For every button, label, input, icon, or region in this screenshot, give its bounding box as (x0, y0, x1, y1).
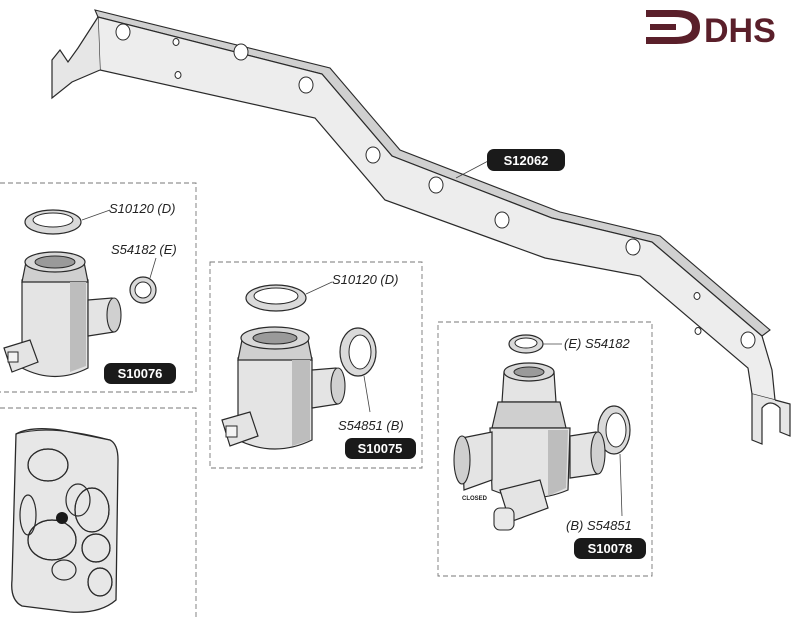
badge-bracket-text: S12062 (504, 153, 549, 168)
badge-kit-a: S10076 (104, 363, 176, 384)
kit-c-frame (437, 321, 653, 577)
kit-c-leader-b (619, 453, 623, 517)
kit-a-label-d: S10120 (D) (109, 201, 175, 216)
bracket-right-hook (751, 394, 791, 445)
badge-kit-c: S10078 (574, 538, 646, 559)
kit-a-leader-d (81, 209, 111, 221)
kit-a-leader-e (149, 257, 157, 279)
kit-b-frame (209, 261, 423, 469)
bracket-hole (115, 23, 131, 41)
bracket-hole (740, 331, 756, 349)
bracket-hole (174, 71, 182, 79)
bracket-hole (233, 43, 249, 61)
badge-kit-a-text: S10076 (118, 366, 163, 381)
kit-c-valve: CLOSED (453, 362, 606, 531)
kit-b-valve (221, 326, 346, 450)
bracket-hole (494, 211, 510, 229)
logo-mark-icon (646, 10, 700, 44)
badge-kit-b: S10075 (345, 438, 416, 459)
bracket-hole (172, 38, 180, 46)
kit-c-closed-marking: CLOSED (462, 496, 488, 502)
kit-b-washer-b (339, 327, 377, 377)
kit-b-washer-d (245, 284, 307, 312)
kit-c-washer-b (597, 405, 631, 455)
badge-kit-c-text: S10078 (588, 541, 633, 556)
logo-text: DHS (704, 12, 776, 50)
badge-kit-b-text: S10075 (358, 441, 403, 456)
kit-a-label-e: S54182 (E) (111, 242, 177, 257)
kit-b-label-d: S10120 (D) (332, 272, 398, 287)
bracket-hole (625, 238, 641, 256)
dhs-logo: DHS (646, 10, 776, 50)
kit-b-leader-d (305, 281, 333, 295)
kit-a-valve (3, 251, 122, 377)
bracket-leader (455, 159, 491, 179)
kit-c-washer-e (508, 334, 544, 354)
bracket-left-hook (51, 16, 101, 100)
kit-b-label-b: S54851 (B) (338, 418, 404, 433)
kit-a-frame (0, 182, 197, 393)
kit-c-label-b: (B) S54851 (566, 518, 632, 533)
badge-bracket: S12062 (487, 149, 565, 171)
seal-pack-frame (0, 407, 197, 620)
bracket-hole (428, 176, 444, 194)
kit-a-washer-d (24, 209, 82, 235)
bracket-plate (97, 16, 776, 401)
bracket-hole (694, 327, 702, 335)
kit-b-leader-b (363, 375, 371, 413)
bracket-hole (298, 76, 314, 94)
mounting-bracket (51, 9, 791, 445)
seal-pack-bag (11, 428, 119, 613)
bracket-hole (365, 146, 381, 164)
bracket-hole (693, 292, 701, 300)
kit-c-label-e: (E) S54182 (564, 336, 631, 351)
kit-a-washer-e (129, 276, 157, 304)
